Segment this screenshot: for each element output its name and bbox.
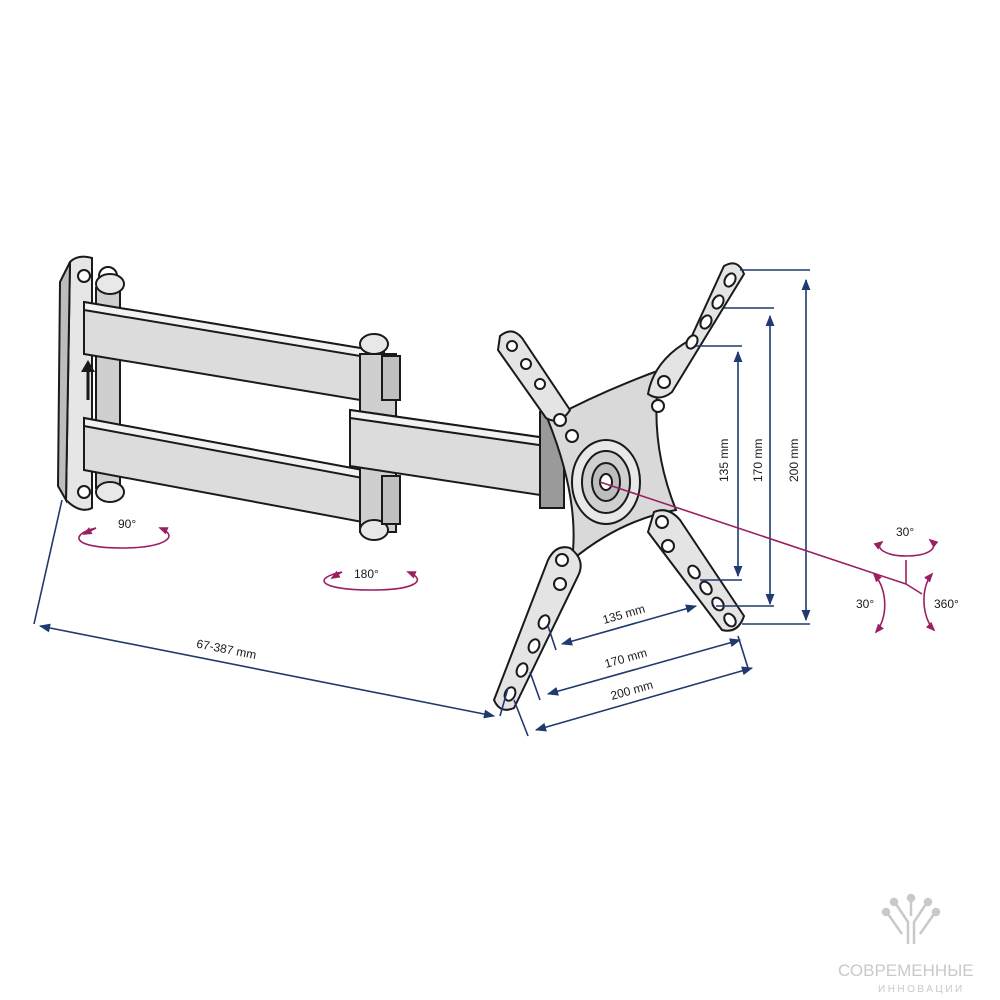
vertical-170-label: 170 mm — [751, 439, 765, 482]
watermark-line2: ИННОВАЦИИ — [878, 984, 965, 995]
articulating-arm — [83, 273, 565, 541]
horizontal-200-label: 200 mm — [609, 678, 655, 703]
vertical-200-label: 200 mm — [787, 439, 801, 482]
tilt-side-label: 30° — [856, 597, 874, 611]
elbow-swivel-label: 180° — [354, 567, 379, 581]
tilt-top-label: 30° — [896, 525, 914, 539]
rotate-label: 360° — [934, 597, 959, 611]
dimension-lines — [33, 269, 811, 737]
horizontal-135-label: 135 mm — [601, 602, 647, 627]
watermark: СОВРЕМЕННЫЕ ИННОВАЦИИ — [838, 893, 974, 995]
vertical-135-label: 135 mm — [717, 439, 731, 482]
rotation-indicators — [78, 481, 939, 634]
circuit-logo-icon — [881, 893, 941, 944]
wall-swivel-label: 90° — [118, 517, 136, 531]
vesa-bracket — [492, 262, 746, 711]
watermark-line1: СОВРЕМЕННЫЕ — [838, 961, 974, 980]
